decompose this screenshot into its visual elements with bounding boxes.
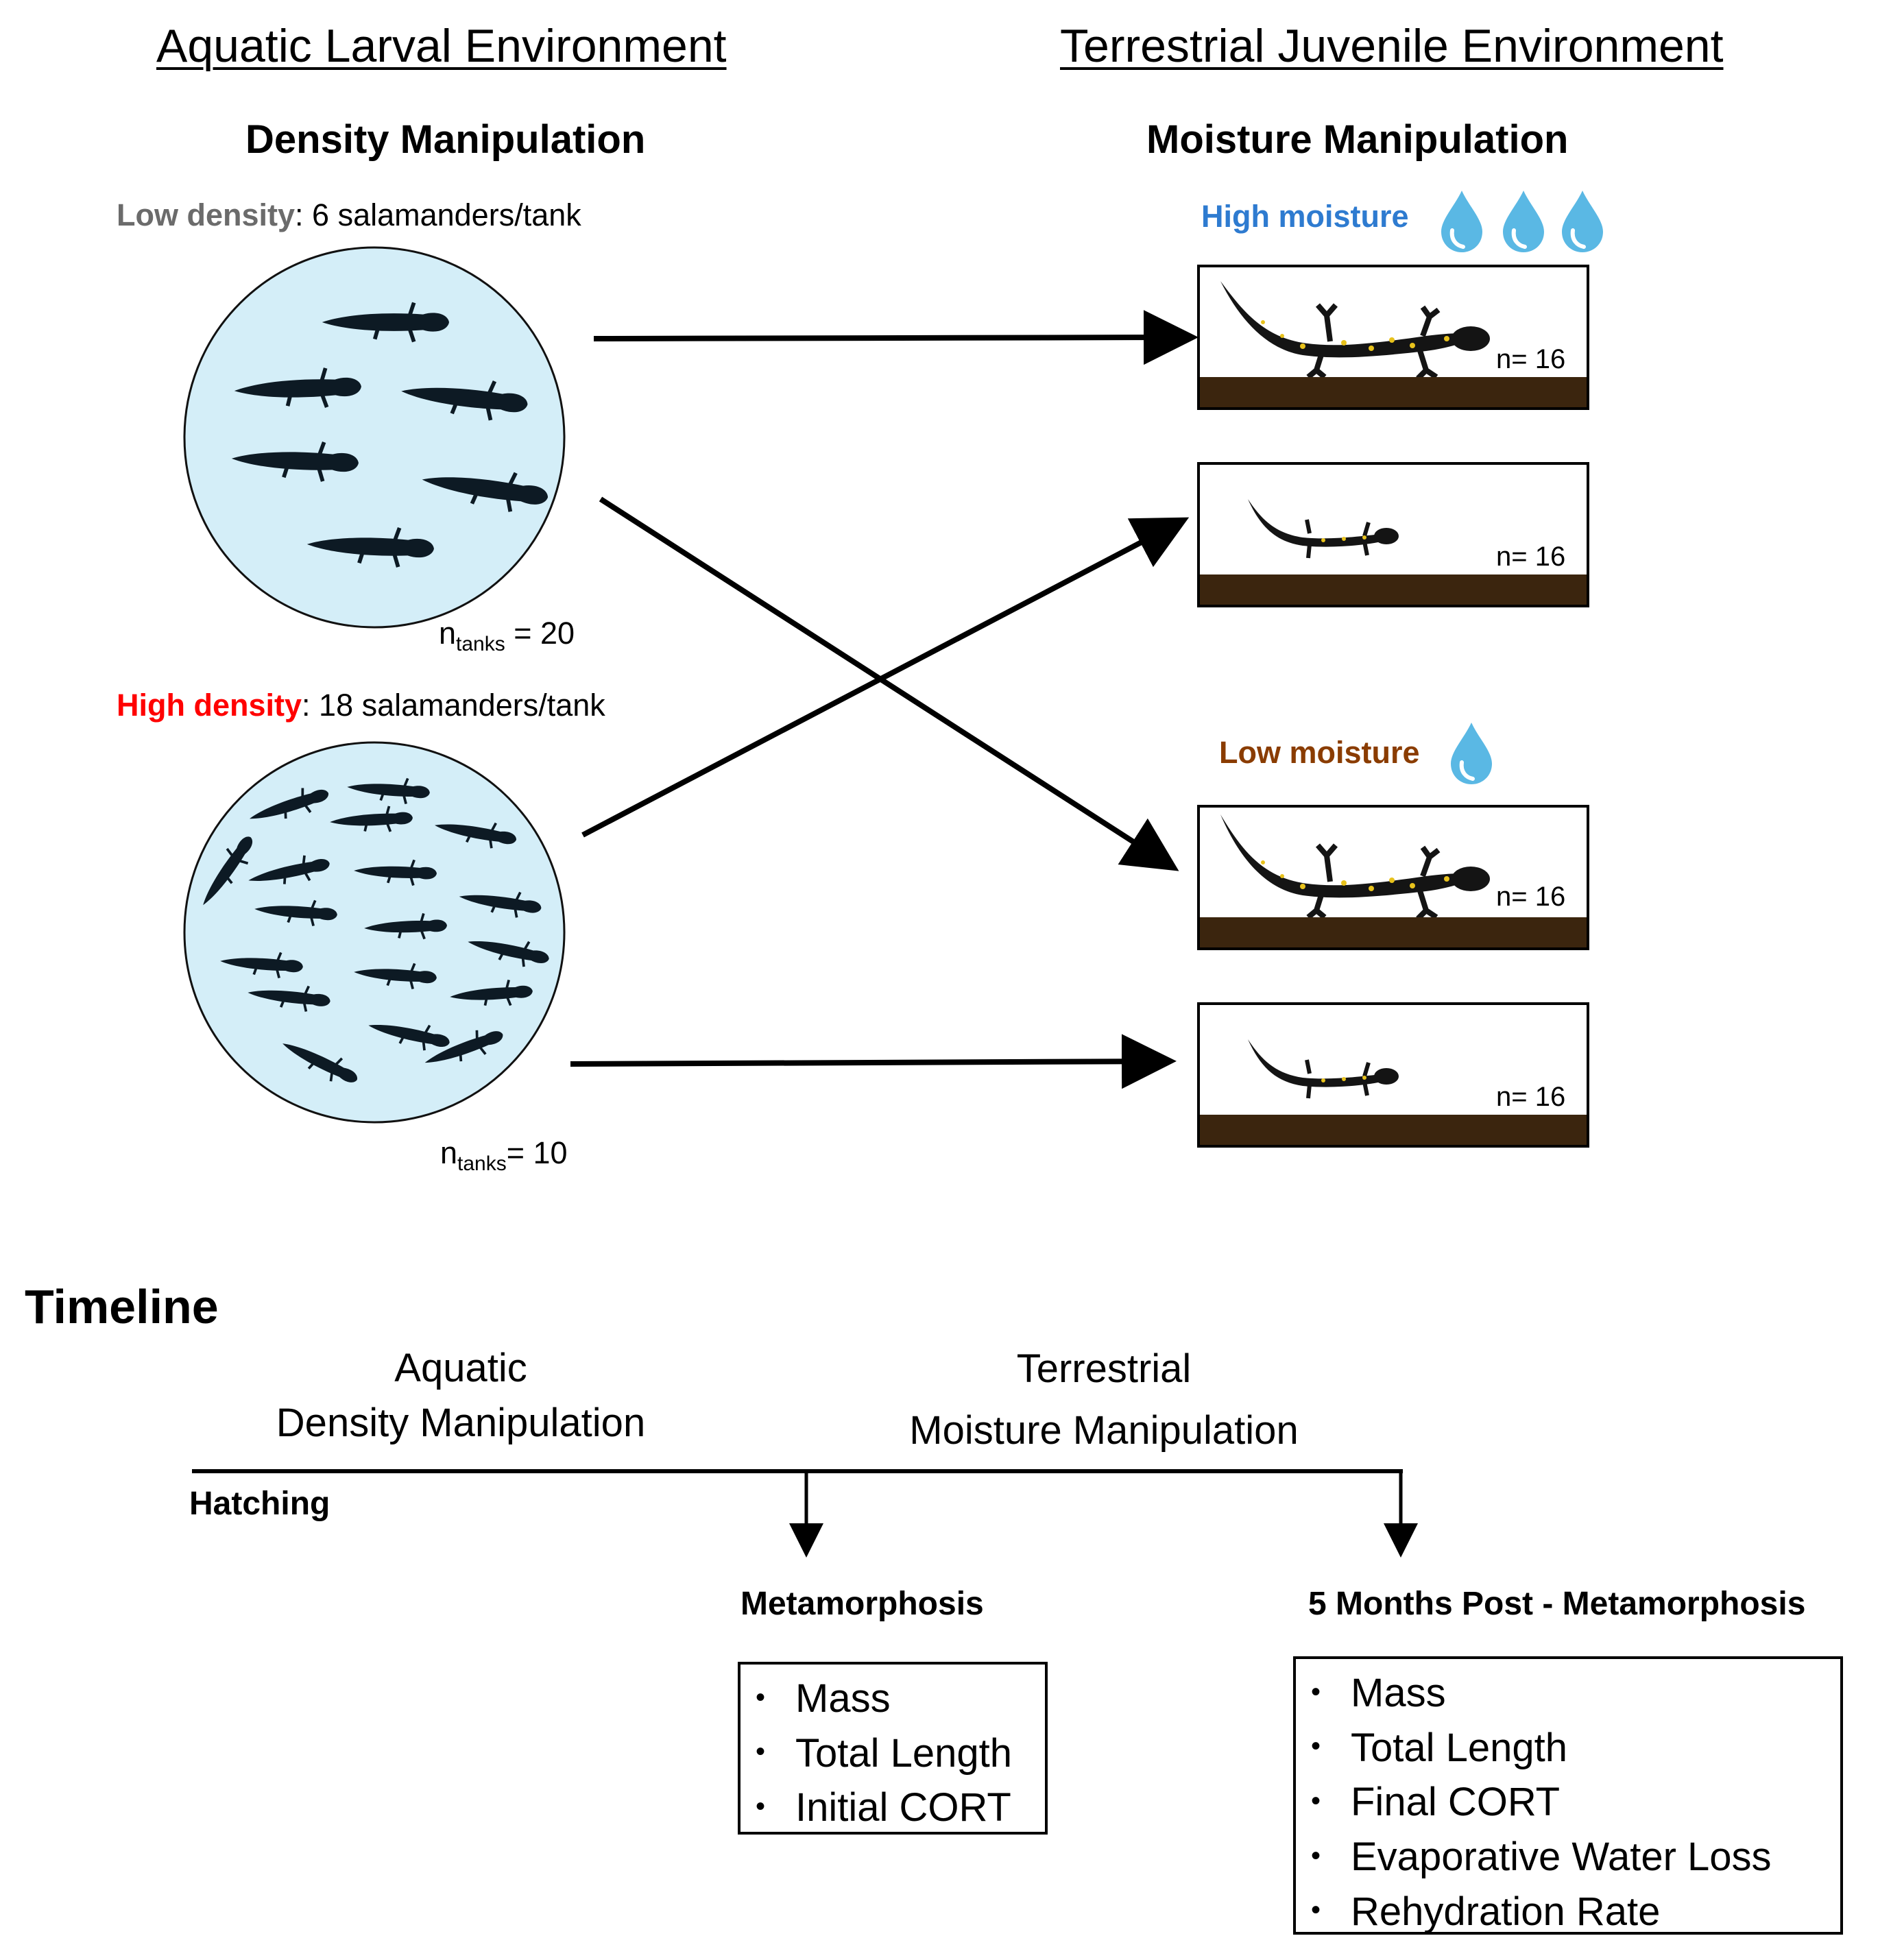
n-label: n= 16 [1496,882,1566,912]
measure-item: Mass [756,1673,1045,1728]
water-drop-icon [1451,723,1492,784]
low-density-tank [183,246,566,629]
measure-item: Rehydration Rate [1311,1886,1840,1941]
treatment-box-high-moisture-low-density: n= 16 [1197,265,1589,410]
n-label: n= 16 [1496,542,1566,572]
ntanks-sub: tanks [456,633,505,655]
arrow-high-to-low-moisture [570,1034,1177,1089]
high-moisture-label: High moisture [1201,199,1409,234]
phase-terrestrial: Terrestrial Moisture Manipulation [884,1338,1323,1462]
measure-item: Final CORT [1311,1776,1840,1831]
salamander-large-icon [1220,281,1490,380]
low-density-label: Low density: 6 salamanders/tank [117,197,581,233]
arrow-low-to-low-moisture [599,496,1179,871]
treatment-box-high-moisture-high-density: n= 16 [1197,462,1589,607]
aquatic-header: Aquatic Larval Environment [156,20,727,72]
low-density-ntanks: ntanks = 20 [439,616,575,656]
ntanks-n: n [440,1135,458,1170]
measure-item: Evaporative Water Loss [1311,1831,1840,1886]
high-density-label: High density: 18 salamanders/tank [117,688,605,723]
soil [1200,377,1587,407]
phase-aquatic-line2: Density Manipulation [276,1401,646,1445]
ntanks-value: = 20 [505,616,575,651]
five-months-measures-box: Mass Total Length Final CORT Evaporative… [1293,1656,1843,1935]
ntanks-value: = 10 [506,1135,568,1170]
water-drop-icon [1562,191,1603,252]
low-moisture-label: Low moisture [1219,735,1420,770]
treatment-box-low-moisture-high-density: n= 16 [1197,1002,1589,1148]
salamander-large-icon [1220,814,1490,921]
measure-item: Initial CORT [756,1782,1045,1837]
n-label: n= 16 [1496,1082,1566,1112]
high-density-name: High density [117,688,302,723]
phase-aquatic-line1: Aquatic [394,1346,527,1390]
density-title: Density Manipulation [245,117,646,162]
arrow-low-to-high-moisture [593,310,1199,365]
soil [1200,574,1587,605]
arrow-high-to-high-moisture [581,517,1190,838]
timeline-title: Timeline [25,1280,219,1333]
n-label: n= 16 [1496,344,1566,374]
high-density-tank [183,741,566,1124]
treatment-box-low-moisture-low-density: n= 16 [1197,805,1589,950]
stage-hatching: Hatching [189,1486,330,1522]
soil [1200,1115,1587,1145]
high-density-count: : 18 salamanders/tank [302,688,605,723]
ntanks-sub: tanks [457,1152,507,1175]
measure-item: Total Length [756,1728,1045,1782]
salamander-small-icon [1248,1039,1399,1099]
low-density-name: Low density [117,197,296,232]
phase-aquatic: Aquatic Density Manipulation [255,1341,666,1451]
moisture-title: Moisture Manipulation [1146,117,1569,162]
water-drop-icon [1441,191,1482,252]
metamorphosis-measures-box: Mass Total Length Initial CORT [738,1662,1048,1835]
low-density-count: : 6 salamanders/tank [295,197,581,232]
measure-item: Total Length [1311,1722,1840,1777]
high-density-ntanks: ntanks= 10 [440,1135,568,1176]
measure-item: Mass [1311,1667,1840,1722]
water-drop-icon [1503,191,1544,252]
ntanks-n: n [439,616,457,651]
stage-metamorphosis: Metamorphosis [740,1586,984,1622]
phase-terrestrial-line2: Moisture Manipulation [909,1408,1299,1453]
soil [1200,917,1587,947]
terrestrial-header: Terrestrial Juvenile Environment [1060,20,1724,72]
salamander-small-icon [1248,499,1399,559]
stage-5-months: 5 Months Post - Metamorphosis [1308,1586,1806,1622]
phase-terrestrial-line1: Terrestrial [1016,1346,1192,1391]
